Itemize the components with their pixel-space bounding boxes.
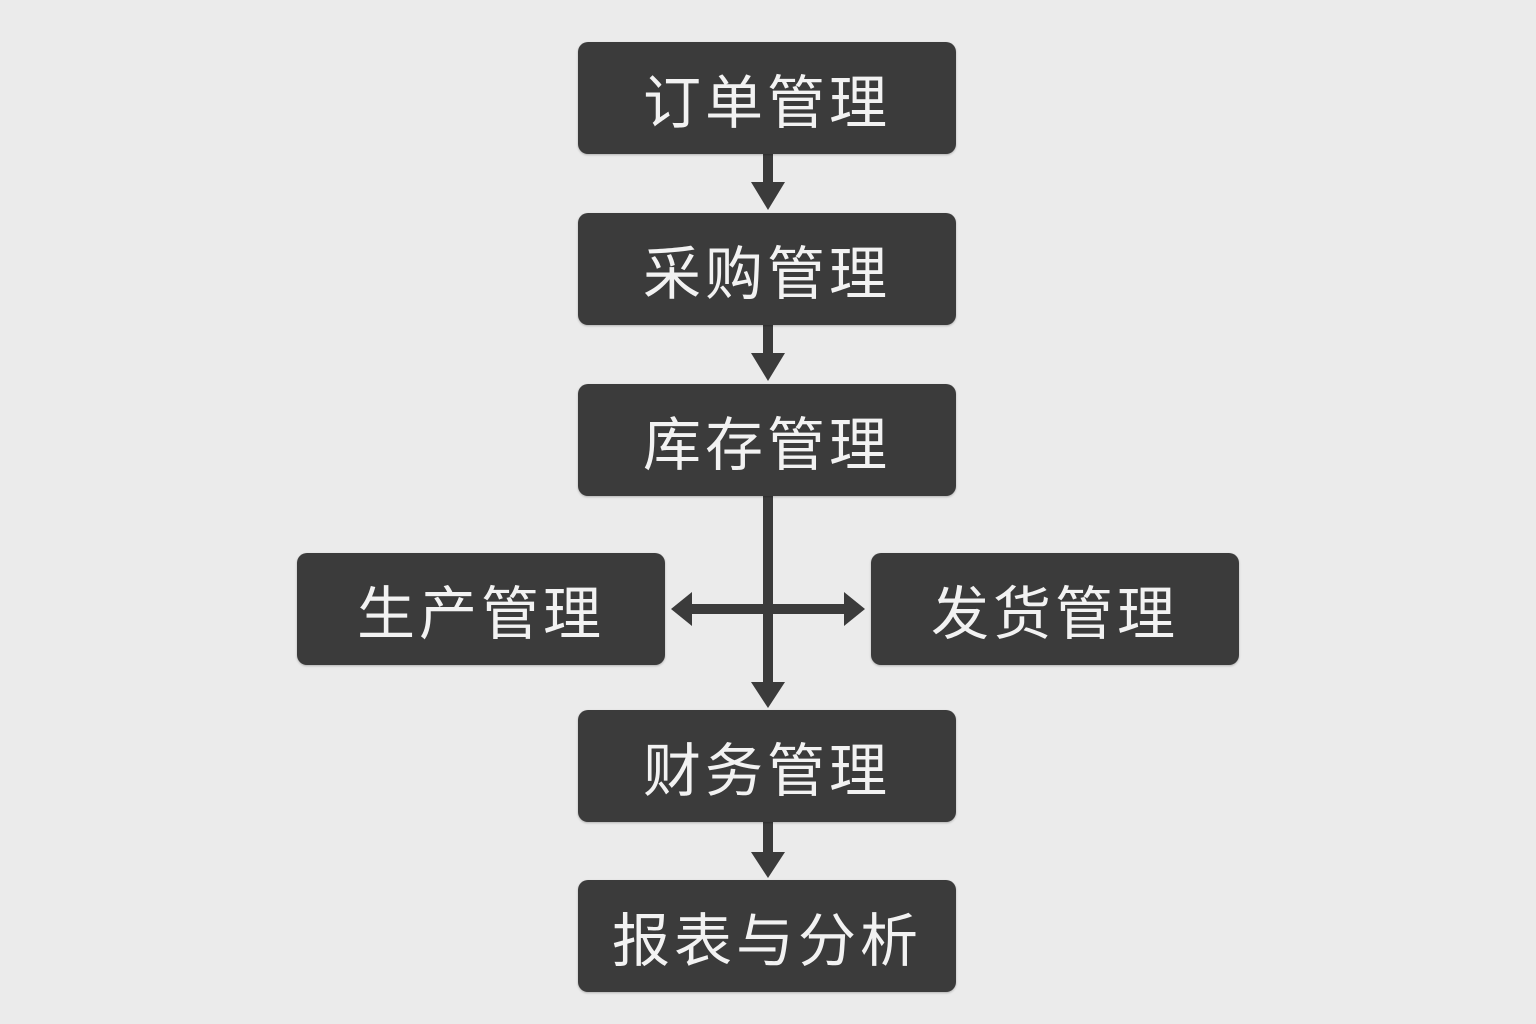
arrowhead — [751, 852, 785, 878]
node-label: 订单管理 — [642, 69, 891, 137]
node-report-analysis: 报表与分析 — [578, 880, 956, 992]
arrowhead — [751, 682, 785, 708]
node-label: 发货管理 — [930, 580, 1179, 648]
node-label: 采购管理 — [642, 240, 891, 308]
node-purchase-management: 采购管理 — [578, 213, 956, 325]
node-production-management: 生产管理 — [297, 553, 665, 665]
node-inventory-management: 库存管理 — [578, 384, 956, 496]
arrow-inventory-branches — [690, 604, 846, 614]
arrowhead-right — [844, 592, 865, 626]
arrow-purchase-inventory — [763, 321, 773, 355]
arrow-finance-report — [763, 818, 773, 854]
node-label: 库存管理 — [642, 411, 891, 479]
arrowhead-left — [671, 592, 692, 626]
node-label: 财务管理 — [642, 737, 891, 805]
node-label: 报表与分析 — [611, 907, 922, 975]
arrowhead — [751, 353, 785, 381]
node-order-management: 订单管理 — [578, 42, 956, 154]
arrow-inventory-finance — [763, 492, 773, 684]
node-label: 生产管理 — [356, 580, 605, 648]
node-shipping-management: 发货管理 — [871, 553, 1239, 665]
arrowhead — [751, 182, 785, 210]
node-finance-management: 财务管理 — [578, 710, 956, 822]
arrow-order-purchase — [763, 150, 773, 184]
